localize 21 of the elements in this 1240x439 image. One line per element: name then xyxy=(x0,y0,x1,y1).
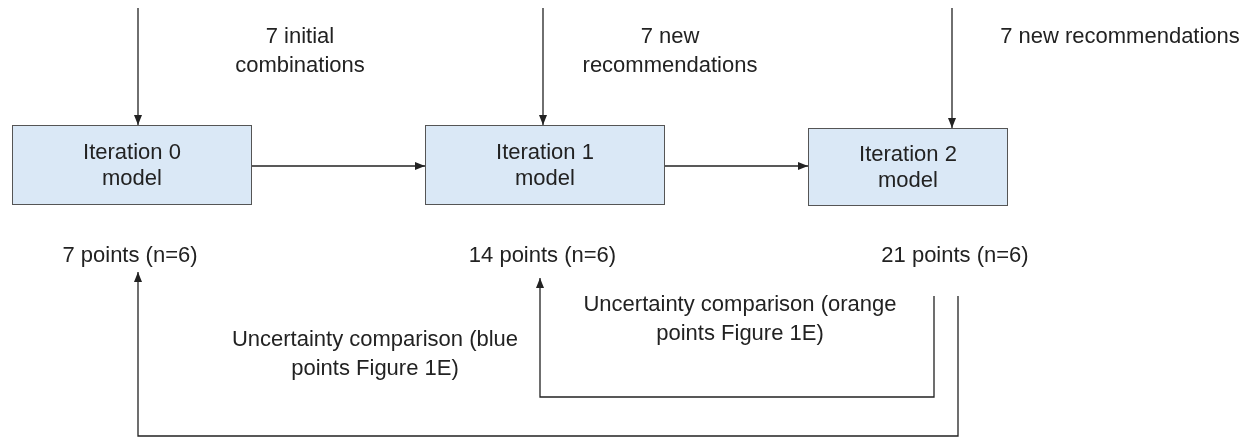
point-count-text: 14 points (n=6) xyxy=(445,238,640,272)
edge-label: 7 new recommendations xyxy=(581,22,759,79)
box-label: Iteration 1 model xyxy=(495,139,595,191)
edge-label: 7 new recommendations xyxy=(1000,22,1240,50)
process-box xyxy=(425,125,665,205)
edge-label: Uncertainty comparison (orange points Figure 1E) xyxy=(582,290,898,347)
box-label: Iteration 0 model xyxy=(82,139,182,191)
arrow xyxy=(947,7,957,129)
point-count-text: 7 points (n=6) xyxy=(40,238,220,272)
point-count-text: 21 points (n=6) xyxy=(855,238,1055,272)
edge-label: Uncertainty comparison (blue points Figure 1E) xyxy=(230,325,520,382)
process-box xyxy=(808,128,1008,206)
arrow xyxy=(251,161,426,171)
arrow xyxy=(133,7,143,126)
arrow xyxy=(538,7,548,126)
arrow xyxy=(535,277,935,398)
box-label: Iteration 2 model xyxy=(859,141,957,193)
edge-label: 7 initial combinations xyxy=(234,22,366,79)
arrow xyxy=(133,271,959,437)
process-box xyxy=(12,125,252,205)
arrow xyxy=(664,161,809,171)
